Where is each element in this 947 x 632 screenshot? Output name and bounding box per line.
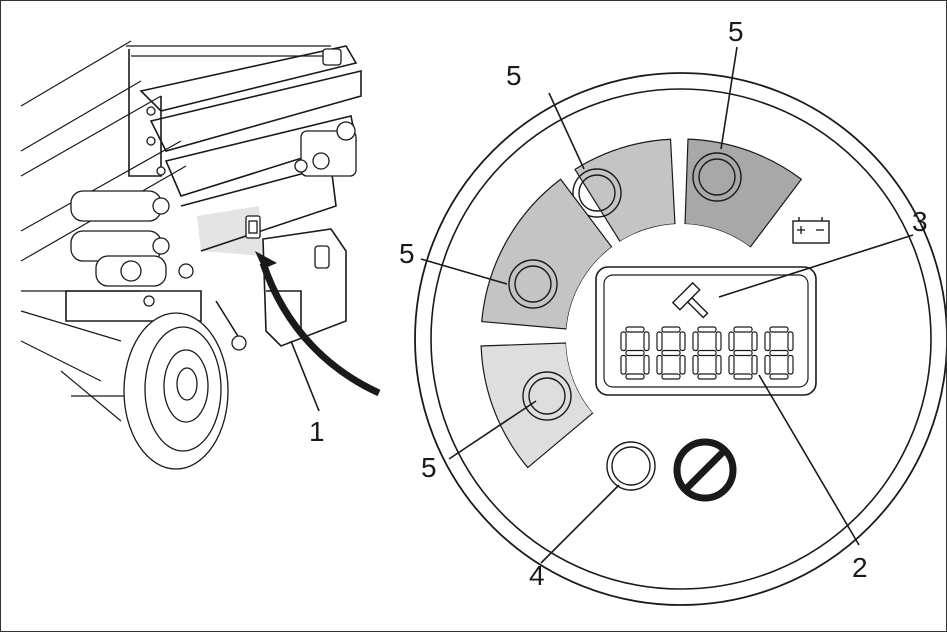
insert-arrow [259, 261, 381, 397]
button-segments [480, 138, 803, 469]
mount-clip [314, 245, 330, 269]
top-rail [126, 45, 331, 57]
lower-frame [20, 290, 141, 422]
arm-link-bolt [231, 335, 247, 351]
base-arm [180, 164, 337, 252]
segment-lower-left-button[interactable] [522, 371, 572, 421]
callout-label-5a: 5 [506, 60, 522, 91]
segment-left-button-inner[interactable] [514, 265, 552, 303]
post-hole-2 [146, 136, 156, 146]
lcd-digit [620, 326, 650, 380]
segment-top-right-button-inner[interactable] [698, 158, 736, 196]
post-hole-3 [156, 166, 166, 176]
rollers [70, 190, 170, 287]
battery-icon [792, 217, 830, 244]
callout-label-5b: 5 [728, 16, 744, 47]
top-components [294, 48, 357, 177]
segment-top-right-button[interactable] [692, 152, 742, 202]
callout-label-3: 3 [912, 206, 928, 237]
post [128, 49, 162, 177]
callout-label-5c: 5 [399, 238, 415, 269]
insert-arrow-head [255, 251, 277, 269]
callout-line-2 [758, 374, 860, 546]
prohibited-icon [673, 438, 737, 502]
sensor-connector-inner [248, 220, 258, 234]
callout-label-2: 2 [852, 552, 868, 583]
enable-button-outer[interactable] [606, 441, 656, 491]
post-hole-1 [146, 106, 156, 116]
callout-label-1: 1 [309, 416, 325, 447]
lcd-digit [656, 326, 686, 380]
callout-line-5c [420, 258, 508, 285]
callout-line-4 [540, 484, 620, 564]
mount-bracket [262, 228, 347, 347]
callout-label-5d: 5 [421, 452, 437, 483]
upper-arm [139, 45, 358, 112]
callout-line-5a [548, 92, 585, 170]
segment-left-button[interactable] [508, 259, 558, 309]
hammer-icon [671, 281, 709, 319]
enable-button-inner[interactable] [611, 446, 651, 486]
wheel [123, 312, 229, 470]
callout-line-5d [448, 400, 537, 460]
callout-label-4: 4 [529, 560, 545, 591]
segment-lower-left-button-inner[interactable] [528, 377, 566, 415]
control-panel: 88888 5 5 3 5 5 4 2 [399, 16, 946, 606]
bracket-bolt-1 [178, 263, 194, 279]
lcd-digit [692, 326, 722, 380]
machine-illustration: 1 [20, 40, 381, 470]
lcd-digit [728, 326, 758, 380]
chassis-rails [20, 40, 187, 262]
bracket-plate [65, 290, 202, 322]
lcd-digit [764, 326, 794, 380]
arm-link [215, 300, 242, 342]
callout-line-1 [290, 340, 320, 412]
segment-top-left-button[interactable] [572, 168, 622, 218]
segment-top-left-button-inner[interactable] [578, 174, 616, 212]
callout-line-5b [720, 46, 738, 150]
bracket-bolt-2 [143, 295, 155, 307]
lcd-digits [620, 326, 794, 380]
callout-line-3 [718, 234, 914, 298]
